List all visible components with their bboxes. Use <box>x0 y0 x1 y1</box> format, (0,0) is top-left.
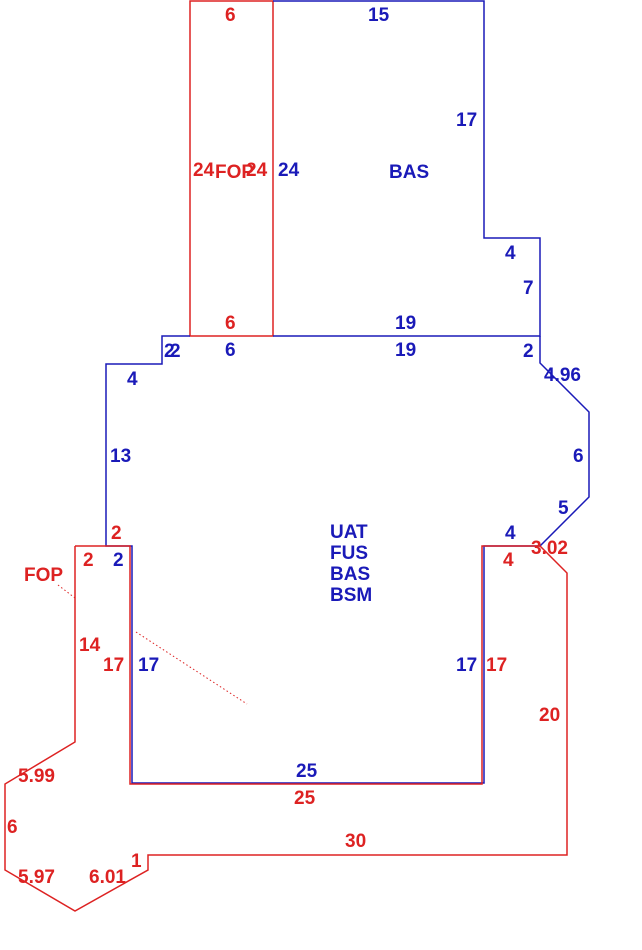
main-area-code-1: UAT <box>330 522 368 543</box>
dim-label: 2 <box>523 341 534 362</box>
dim-label: 14 <box>79 635 101 656</box>
dim-label: 17 <box>456 110 477 131</box>
dim-label: 24 <box>193 160 215 181</box>
dim-label: 17 <box>456 655 477 676</box>
dim-label: 4 <box>127 369 138 390</box>
dim-label: 2 <box>111 523 122 544</box>
dim-label: 24 <box>278 160 300 181</box>
dim-label: 1 <box>131 851 142 872</box>
main-area-code-2: FUS <box>330 543 368 564</box>
bas-top-outline <box>273 0 541 337</box>
dim-label: 17 <box>103 655 124 676</box>
dim-label: 2 <box>170 341 181 362</box>
dim-label: 2 <box>83 550 94 571</box>
main-area-code-4: BSM <box>330 585 372 606</box>
dim-label: 15 <box>368 5 390 26</box>
dim-label: 4 <box>505 523 516 544</box>
dim-label: 25 <box>296 761 318 782</box>
dim-label: 2 <box>113 550 124 571</box>
dim-label: 4.96 <box>544 365 581 386</box>
dim-label: 13 <box>110 446 131 467</box>
dim-label: 24 <box>246 160 268 181</box>
fop-top-area-label: FOP <box>215 162 254 183</box>
fop-lower-outline <box>4 545 568 912</box>
dim-label: 6 <box>573 446 584 467</box>
dim-label: 20 <box>539 705 560 726</box>
dim-label: 19 <box>395 313 416 334</box>
dim-label: 6.01 <box>89 867 126 888</box>
dim-label: 7 <box>523 278 534 299</box>
bas-top-area-label: BAS <box>389 162 429 183</box>
dim-label: 6 <box>7 817 18 838</box>
fop-leader-line <box>57 584 76 599</box>
dim-label: 19 <box>395 340 416 361</box>
dim-label: 6 <box>225 340 236 361</box>
dim-label: 5.97 <box>18 867 55 888</box>
dim-label: 25 <box>294 788 316 809</box>
dim-label: 30 <box>345 831 366 852</box>
main-floor-outline <box>105 335 590 784</box>
dim-label: 4 <box>503 550 514 571</box>
dim-label: 5 <box>558 498 569 519</box>
dim-label: 17 <box>138 655 159 676</box>
dim-label: 3.02 <box>531 538 568 559</box>
dim-label: 5.99 <box>18 766 55 787</box>
dim-label: 6 <box>225 313 236 334</box>
dim-label: 4 <box>505 243 516 264</box>
dim-label: 17 <box>486 655 507 676</box>
dim-label: 6 <box>225 5 236 26</box>
dim-label: 2 <box>164 341 175 362</box>
main-area-code-3: BAS <box>330 564 370 585</box>
fop-left-area-label: FOP <box>24 565 63 586</box>
